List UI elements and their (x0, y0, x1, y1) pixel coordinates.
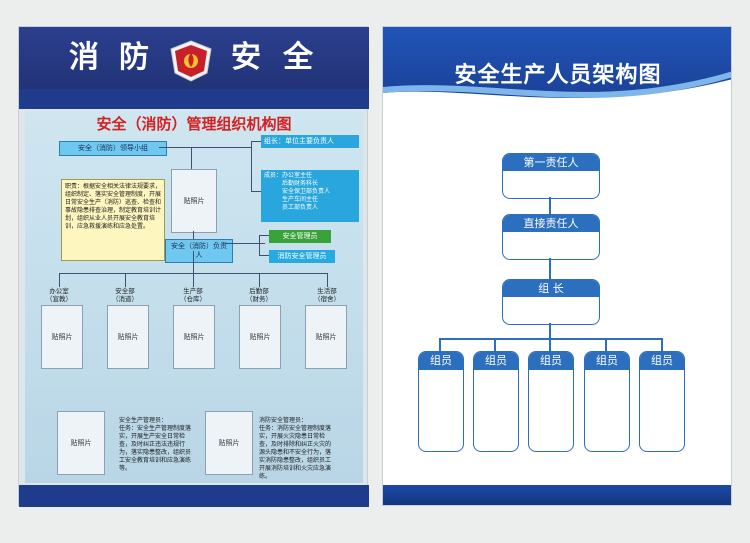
department-label: 生活部 （宿舍） (307, 287, 347, 303)
connector (259, 255, 269, 256)
photo-placeholder: 贴照片 (305, 305, 347, 369)
connector (251, 141, 252, 191)
fire-manager-duty: 消防安全管理员： 任务：消防安全管理制度落实，开展火灾隐患日常检查，及时排除和纠… (259, 417, 332, 480)
connector (661, 338, 663, 351)
direct-responsible-box: 直接责任人 (502, 214, 600, 260)
department-sub: （财务） (246, 295, 272, 303)
connector (494, 338, 496, 351)
left-header: 消 防 安 全 (19, 27, 369, 89)
member-box: 组员 (418, 351, 464, 452)
department-sub: （宿舍） (314, 295, 340, 303)
department-name: 生产部 (183, 287, 203, 295)
first-responsible-box: 第一责任人 (502, 153, 600, 199)
connector (191, 147, 192, 169)
safety-lead-box: 安全（消防）负责人 (165, 239, 233, 263)
member-box: 组员 (584, 351, 630, 452)
safety-manager-box: 安全管理员 (269, 230, 331, 243)
leader-label: 组 长 (503, 280, 599, 297)
connector (125, 273, 126, 287)
department-label: 后勤部 （财务） (239, 287, 279, 303)
connector (193, 251, 194, 273)
photo-placeholder: 贴照片 (57, 411, 105, 475)
department-label: 生产部 （仓库） (173, 287, 213, 303)
right-poster: 安全生产人员架构图 第一责任人 直接责任人 组 长 组员 组员 组员 组员 组员 (382, 26, 732, 506)
right-header (383, 27, 731, 107)
member-box: 组员 (528, 351, 574, 452)
member-label: 组员 (529, 352, 573, 370)
member-label: 组员 (585, 352, 629, 370)
photo-placeholder: 贴照片 (41, 305, 83, 369)
left-poster: 消 防 安 全 安全（消防）管理组织机构图 安全（消防）领导小组 组长：单位主要… (18, 26, 369, 507)
connector (225, 243, 265, 244)
connector (193, 273, 194, 287)
photo-placeholder: 贴照片 (239, 305, 281, 369)
connector (259, 273, 260, 287)
connector (549, 258, 551, 280)
duty-box: 职责：根据安全相关法律法规要求，组织制定、落实安全管理制度，开展日常安全生产（消… (61, 179, 165, 261)
connector (549, 323, 551, 339)
left-footer (19, 485, 369, 507)
photo-placeholder: 贴照片 (171, 169, 217, 233)
connector (549, 338, 551, 351)
connector (327, 273, 328, 287)
member-label: 组员 (474, 352, 518, 370)
safety-manager-duty: 安全生产管理员： 任务：安全生产管理制度落实，开展生产安全日常检查，及时纠正违法… (119, 417, 192, 472)
fire-manager-box: 消防安全管理员 (269, 250, 335, 263)
first-responsible-label: 第一责任人 (503, 154, 599, 171)
department-sub: （宣教） (46, 295, 72, 303)
member-box: 组员 (473, 351, 519, 452)
photo-placeholder: 贴照片 (205, 411, 253, 475)
member-box: 组员 (639, 351, 685, 452)
connector (259, 235, 260, 255)
connector (251, 141, 261, 142)
photo-placeholder: 贴照片 (107, 305, 149, 369)
connector (159, 147, 251, 148)
fire-emblem-icon (170, 40, 212, 82)
leader-box: 组 长 (502, 279, 600, 325)
connector (193, 231, 194, 243)
header-swoosh (383, 71, 731, 107)
header-char: 全 (283, 40, 314, 75)
connector (605, 338, 607, 351)
department-label: 办公室 （宣教） (39, 287, 79, 303)
connector (259, 235, 269, 236)
member-label: 组员 (419, 352, 463, 370)
group-head-box: 组长：单位主要负责人 (261, 135, 359, 148)
department-label: 安全部 （消道） (105, 287, 145, 303)
photo-placeholder: 贴照片 (173, 305, 215, 369)
members-box: 成员：办公室主任 后勤财务科长 安全保卫部负责人 生产车间主任 员工部负责人 (261, 170, 359, 222)
department-name: 安全部 (115, 287, 135, 295)
header-char: 安 (231, 40, 262, 75)
right-footer (383, 485, 731, 505)
connector (59, 273, 60, 287)
member-label: 组员 (640, 352, 684, 370)
chart-title: 安全（消防）管理组织机构图 (96, 115, 292, 133)
department-name: 后勤部 (249, 287, 269, 295)
department-sub: （仓库） (180, 295, 206, 303)
leader-group-box: 安全（消防）领导小组 (59, 141, 167, 156)
connector (439, 338, 441, 351)
department-name: 生活部 (317, 287, 337, 295)
department-name: 办公室 (49, 287, 69, 295)
connector (549, 197, 551, 215)
header-char: 防 (119, 40, 150, 75)
connector (439, 338, 663, 340)
header-char: 消 (69, 40, 100, 75)
right-title: 安全生产人员架构图 (454, 63, 662, 88)
direct-responsible-label: 直接责任人 (503, 215, 599, 232)
connector (251, 191, 261, 192)
header-strip (19, 89, 369, 109)
department-sub: （消道） (112, 295, 138, 303)
